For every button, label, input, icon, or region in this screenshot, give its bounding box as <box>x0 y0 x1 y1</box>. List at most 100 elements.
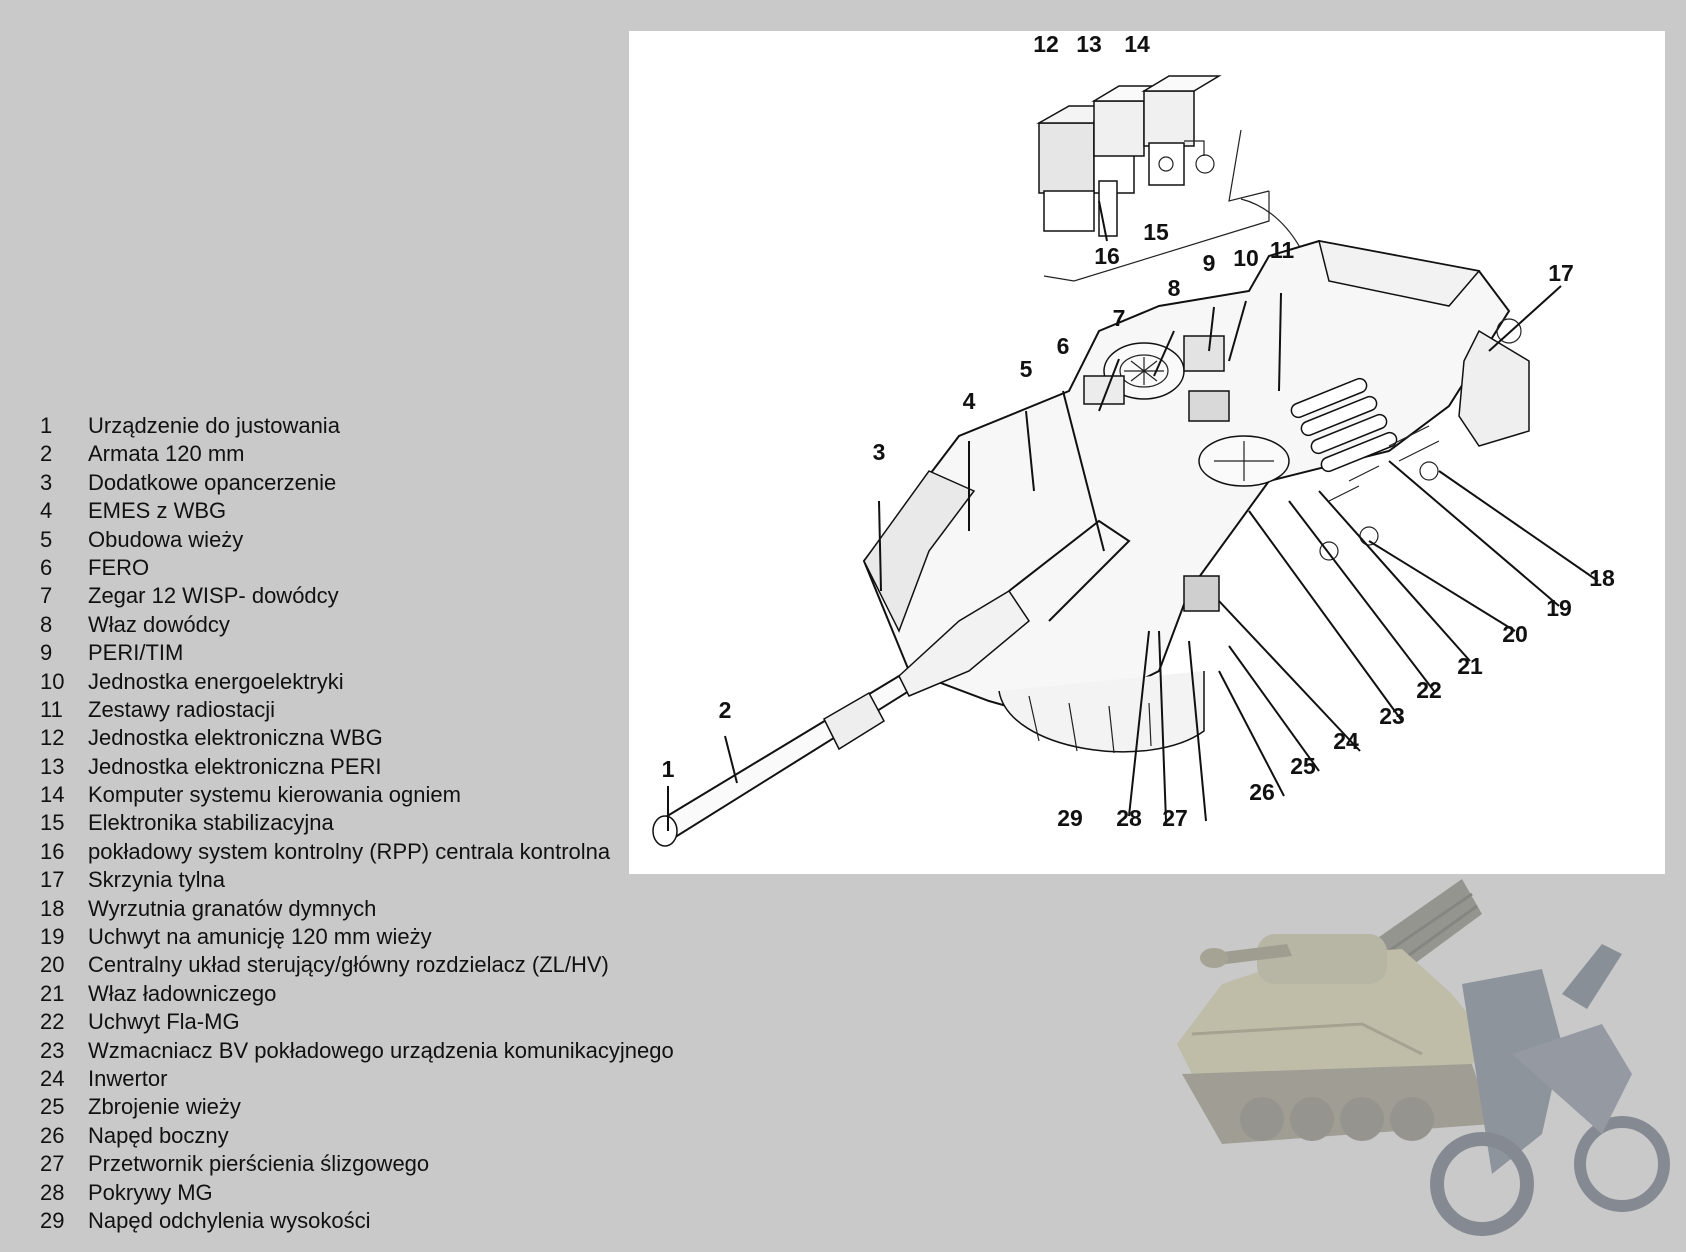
legend-item: 9 PERI/TIM <box>40 639 674 667</box>
callout-1: 1 <box>662 756 675 782</box>
legend-number: 6 <box>40 554 53 580</box>
legend-text: Pokrywy MG <box>88 1179 213 1205</box>
legend-text: Przetwornik pierścienia ślizgowego <box>88 1151 430 1177</box>
callout-22: 22 <box>1416 677 1442 703</box>
legend-item: 4 EMES z WBG <box>40 497 674 525</box>
inset-bracket-line <box>1228 129 1270 202</box>
legend-text: Napęd odchylenia wysokości <box>88 1207 371 1233</box>
callout-12: 12 <box>1033 31 1059 57</box>
legend-text: Wyrzutnia granatów dymnych <box>88 895 377 921</box>
legend-number: 1 <box>40 413 53 438</box>
legend-number: 16 <box>40 838 65 864</box>
callout-3: 3 <box>873 439 886 465</box>
callout-18: 18 <box>1589 565 1615 591</box>
legend-item: 6 FERO <box>40 554 674 582</box>
legend-text: Uchwyt Fla-MG <box>88 1009 240 1035</box>
legend-number: 22 <box>40 1009 65 1035</box>
callout-19: 19 <box>1546 595 1572 621</box>
legend-text: Dodatkowe opancerzenie <box>88 469 337 495</box>
callout-17: 17 <box>1548 260 1574 286</box>
legend-item: 1 Urządzenie do justowania <box>40 412 674 440</box>
legend-text: Napęd boczny <box>88 1122 229 1148</box>
legend-text: PERI/TIM <box>88 640 184 666</box>
legend-item: 16 pokładowy system kontrolny (RPP) centr… <box>40 838 674 866</box>
legend-text: Skrzynia tylna <box>88 867 225 893</box>
callout-9: 9 <box>1203 250 1216 276</box>
electronics-inset <box>1036 75 1222 237</box>
legend-number: 25 <box>40 1094 65 1120</box>
legend-number: 3 <box>40 469 53 495</box>
leader-lines <box>667 200 1599 831</box>
legend-item: 25 Zbrojenie wieży <box>40 1093 674 1121</box>
legend-item: 19 Uchwyt na amunicję 120 mm wieży <box>40 923 674 951</box>
legend-item: 26 Napęd boczny <box>40 1122 674 1150</box>
vehicle-photo-watermark <box>1162 874 1686 1252</box>
legend-number: 26 <box>40 1122 65 1148</box>
callout-7: 7 <box>1113 305 1126 331</box>
callout-4: 4 <box>963 388 976 414</box>
callout-23: 23 <box>1379 703 1405 729</box>
legend-number: 5 <box>40 526 53 552</box>
legend-text: Komputer systemu kierowania ogniem <box>88 782 461 808</box>
legend-item: 20 Centralny układ sterujący/główny rozdz… <box>40 951 674 979</box>
parts-legend: 1 Urządzenie do justowania 2 Armata 120 mm… <box>40 412 674 1235</box>
legend-number: 4 <box>40 498 53 524</box>
legend-item: 2 Armata 120 mm <box>40 440 674 468</box>
legend-text: Właz dowódcy <box>88 611 230 637</box>
legend-text: Zbrojenie wieży <box>88 1094 241 1120</box>
legend-text: Armata 120 mm <box>88 441 245 467</box>
legend-number: 19 <box>40 924 65 950</box>
callout-20: 20 <box>1502 621 1528 647</box>
legend-text: FERO <box>88 554 150 580</box>
callout-10: 10 <box>1233 245 1259 271</box>
legend-item: 27 Przetwornik pierścienia ślizgowego <box>40 1150 674 1178</box>
callout-13: 13 <box>1076 31 1102 57</box>
legend-number: 20 <box>40 952 65 978</box>
ammo-rack <box>1290 377 1398 473</box>
legend-number: 21 <box>40 980 65 1006</box>
legend-text: pokładowy system kontrolny (RPP) central… <box>88 838 611 864</box>
legend-item: 8 Właz dowódcy <box>40 611 674 639</box>
callout-6: 6 <box>1057 333 1070 359</box>
legend-text: Wzmacniacz BV pokładowego urządzenia kom… <box>88 1037 674 1063</box>
turret-diagram: 1 2 3 4 5 6 7 8 9 10 11 12 13 14 15 16 1… <box>629 31 1665 874</box>
callout-14: 14 <box>1124 31 1150 57</box>
legend-number: 8 <box>40 611 53 637</box>
turret-cutaway-drawing: 1 2 3 4 5 6 7 8 9 10 11 12 13 14 15 16 1… <box>652 31 1615 847</box>
legend-number: 10 <box>40 668 65 694</box>
legend-text: EMES z WBG <box>88 498 227 524</box>
legend-text: Inwertor <box>88 1065 168 1091</box>
legend-number: 9 <box>40 640 53 666</box>
legend-number: 2 <box>40 441 53 467</box>
legend-text: Uchwyt na amunicję 120 mm wieży <box>88 924 432 950</box>
callout-8: 8 <box>1168 275 1181 301</box>
legend-number: 27 <box>40 1151 65 1177</box>
legend-number: 11 <box>40 696 63 722</box>
legend-text: Urządzenie do justowania <box>88 413 340 438</box>
legend-number: 12 <box>40 725 65 751</box>
callout-2: 2 <box>719 697 732 723</box>
legend-number: 13 <box>40 753 65 779</box>
legend-text: Zegar 12 WISP- dowódcy <box>88 583 339 609</box>
callout-16: 16 <box>1094 243 1120 269</box>
callout-27: 27 <box>1162 805 1188 831</box>
callout-11: 11 <box>1270 237 1295 263</box>
callout-21: 21 <box>1457 653 1483 679</box>
legend-text: Centralny układ sterujący/główny rozdzie… <box>88 952 609 978</box>
legend-item: 22 Uchwyt Fla-MG <box>40 1008 674 1036</box>
legend-text: Elektronika stabilizacyjna <box>88 810 334 836</box>
callout-15: 15 <box>1143 219 1169 245</box>
main-gun <box>652 519 1131 847</box>
